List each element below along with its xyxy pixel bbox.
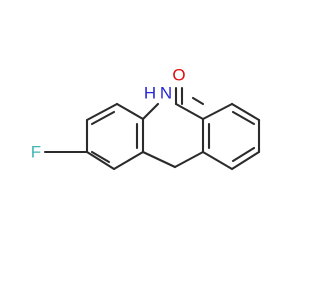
atom-label-nitrogen: N: [160, 84, 172, 103]
bond: [231, 146, 256, 163]
bond: [174, 102, 205, 121]
atom-label-hydrogen: H: [144, 84, 156, 103]
structure-diagram: F H N O: [31, 66, 261, 171]
bond: [90, 110, 116, 126]
bond: [112, 150, 145, 171]
bond: [141, 150, 177, 169]
bond: [191, 96, 205, 106]
molecule-drawing: F H N O: [31, 66, 261, 171]
bond: [230, 102, 261, 122]
bond-layer: [43, 86, 261, 171]
bond: [141, 102, 160, 121]
bond: [201, 150, 234, 171]
bond: [90, 150, 111, 164]
bond: [230, 150, 261, 171]
bond: [173, 150, 205, 169]
bond: [201, 102, 234, 121]
bond: [85, 150, 116, 171]
bond: [85, 102, 119, 122]
atom-label-oxygen: O: [172, 66, 185, 85]
bond: [231, 110, 256, 126]
bond: [115, 102, 145, 121]
atom-label-fluorine: F: [31, 143, 41, 162]
